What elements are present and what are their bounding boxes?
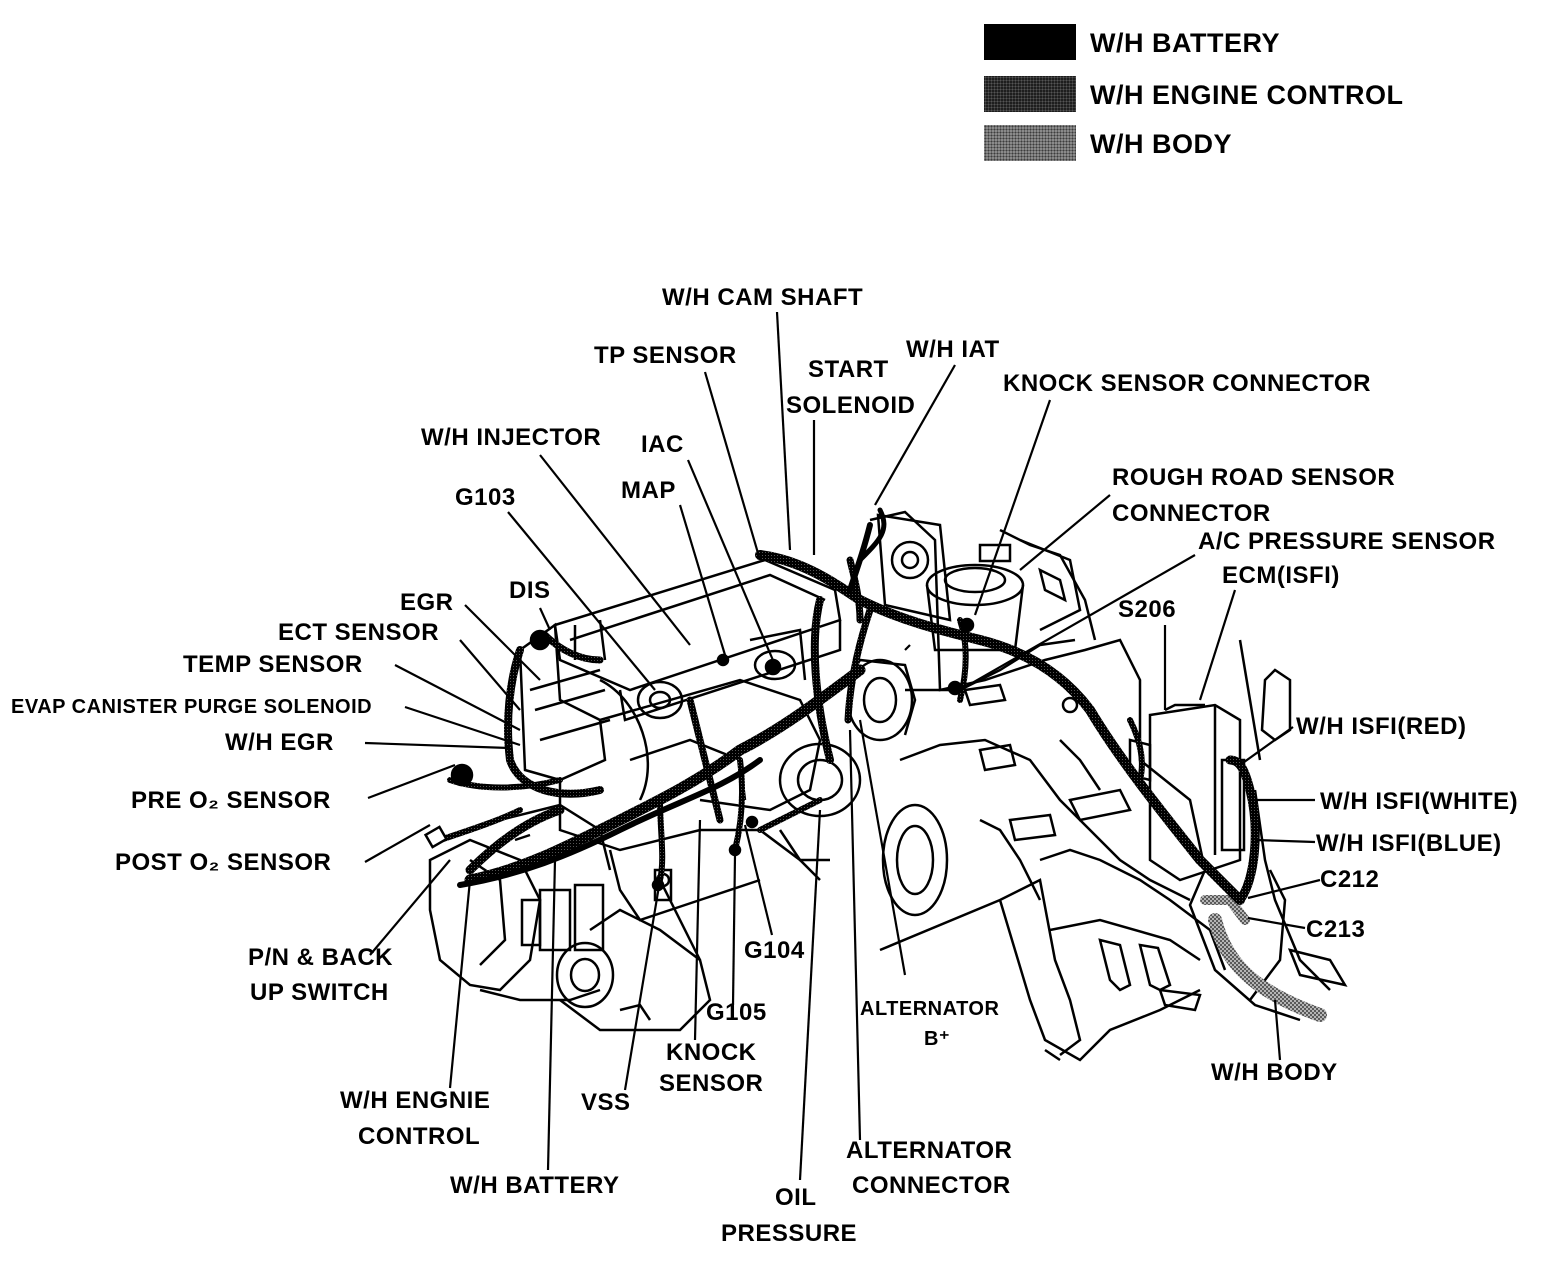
- label-c212: C212: [1320, 866, 1380, 893]
- label-ac-pressure-sensor: A/C PRESSURE SENSOR: [1198, 528, 1496, 555]
- label-alternator-b-2: B⁺: [924, 1028, 950, 1050]
- label-g103: G103: [455, 484, 516, 511]
- label-s206: S206: [1118, 596, 1177, 623]
- legend-label-engine-control: W/H ENGINE CONTROL: [1090, 80, 1404, 110]
- label-egr: EGR: [400, 589, 454, 616]
- label-ect-sensor: ECT SENSOR: [278, 619, 440, 646]
- label-alternator-connector-2: CONNECTOR: [852, 1172, 1011, 1199]
- label-pn-switch-2: UP SWITCH: [250, 979, 389, 1006]
- label-alternator-b-1: ALTERNATOR: [860, 998, 1000, 1020]
- label-start-solenoid-1: START: [808, 356, 889, 383]
- label-rough-road-2: CONNECTOR: [1112, 500, 1271, 527]
- label-g104: G104: [744, 937, 805, 964]
- label-wh-body: W/H BODY: [1211, 1059, 1338, 1086]
- legend-label-body: W/H BODY: [1090, 129, 1232, 159]
- label-post-o2-sensor: POST O₂ SENSOR: [115, 849, 332, 876]
- label-oil-pressure-1: OIL: [775, 1184, 817, 1211]
- label-wh-iat: W/H IAT: [906, 336, 1000, 363]
- connectors: [423, 617, 1079, 892]
- label-oil-pressure-2: PRESSURE: [721, 1220, 858, 1247]
- legend-swatch-body: [984, 125, 1076, 161]
- label-knock-sensor-2: SENSOR: [659, 1070, 764, 1097]
- label-evap-canister: EVAP CANISTER PURGE SOLENOID: [11, 696, 373, 718]
- label-iac: IAC: [641, 431, 684, 458]
- engine-control-harness: [437, 550, 1260, 905]
- label-map: MAP: [621, 477, 676, 504]
- battery-harness: [457, 507, 887, 888]
- label-knock-sensor-connector: KNOCK SENSOR CONNECTOR: [1003, 370, 1371, 397]
- label-wh-isfi-red: W/H ISFI(RED): [1296, 713, 1467, 740]
- label-engine-control-2: CONTROL: [358, 1123, 481, 1150]
- label-start-solenoid-2: SOLENOID: [786, 392, 916, 419]
- legend-swatch-engine-control: [984, 76, 1076, 112]
- label-wh-injector: W/H INJECTOR: [421, 424, 602, 451]
- label-rough-road-1: ROUGH ROAD SENSOR: [1112, 464, 1396, 491]
- label-wh-isfi-white: W/H ISFI(WHITE): [1320, 788, 1519, 815]
- label-vss: VSS: [581, 1089, 631, 1116]
- label-engine-control-1: W/H ENGNIE: [340, 1087, 491, 1114]
- label-c213: C213: [1306, 916, 1366, 943]
- label-wh-battery: W/H BATTERY: [450, 1172, 620, 1199]
- fender-outline: [869, 510, 1348, 1062]
- label-ecm-isfi: ECM(ISFI): [1222, 562, 1340, 589]
- label-cam-shaft: W/H CAM SHAFT: [662, 284, 864, 311]
- label-alternator-connector-1: ALTERNATOR: [846, 1137, 1013, 1164]
- label-knock-sensor-1: KNOCK: [666, 1039, 757, 1066]
- label-pn-switch-1: P/N & BACK: [248, 944, 394, 971]
- legend-label-battery: W/H BATTERY: [1090, 28, 1280, 58]
- leader-lines: [364, 311, 1321, 1181]
- label-wh-isfi-blue: W/H ISFI(BLUE): [1316, 830, 1502, 857]
- legend-swatch-battery: [984, 24, 1076, 60]
- label-dis: DIS: [509, 577, 551, 604]
- body-harness: [1200, 895, 1327, 1022]
- label-wh-egr: W/H EGR: [225, 729, 334, 756]
- label-tp-sensor: TP SENSOR: [594, 342, 737, 369]
- label-temp-sensor: TEMP SENSOR: [183, 651, 363, 678]
- bracket: [876, 513, 952, 622]
- label-g105: G105: [706, 999, 767, 1026]
- label-pre-o2-sensor: PRE O₂ SENSOR: [131, 787, 331, 814]
